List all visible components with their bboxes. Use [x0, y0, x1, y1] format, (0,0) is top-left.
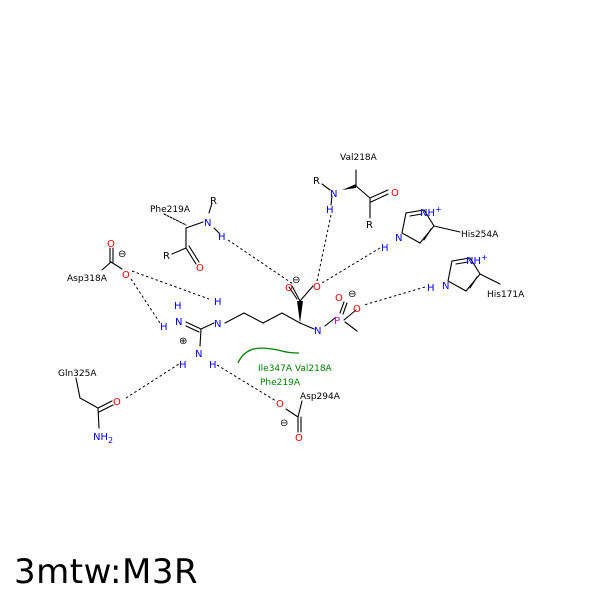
residue-labels: Val218A Phe219A His254A Asp318A His171A … [58, 153, 525, 402]
ligand-phosphate-o2: O [353, 304, 361, 315]
gln325-nh2: NH2 [93, 432, 113, 445]
ligand-guanidine-n3: N [195, 349, 202, 360]
ligand-carboxyl-o2: O [313, 282, 321, 293]
val218-r2: R [366, 220, 373, 231]
ligand-guanidine-h1: H [214, 297, 222, 308]
hbond-asp294 [216, 364, 277, 402]
val218-o: O [391, 188, 399, 199]
hbond-phe219-o [227, 239, 294, 285]
label-phe219: Phe219A [150, 205, 191, 215]
ligand-guanidine-h3: H [160, 322, 168, 333]
ligand-amide-n: N [314, 326, 321, 337]
label-val218: Val218A [340, 153, 378, 163]
his171-h: H [427, 283, 435, 294]
hbond-val218-o [316, 214, 332, 282]
label-his254: His254A [461, 230, 499, 240]
hydrophobic-label-line1: Ile347A Val218A [258, 364, 333, 374]
his254-n1: N [395, 233, 402, 244]
phe219-o: O [196, 263, 204, 274]
his254-h: H [381, 243, 389, 254]
hbond-asp318-h2 [130, 278, 161, 324]
his254-nh: NH+ [420, 205, 442, 219]
residue-atoms: R N H O R N H NH NH+ N H NH+ R N H R O O… [93, 176, 488, 445]
ligand-guanidine-n2: N [175, 317, 182, 328]
hydrogen-bonds [125, 214, 426, 402]
residue-bonds [75, 169, 501, 433]
hbond-gln325 [125, 363, 180, 399]
phe219-r2: R [163, 251, 170, 262]
asp294-charge: ⊖ [280, 418, 288, 429]
ligand-phosphate-charge: ⊖ [348, 289, 356, 300]
phe219-h: H [218, 232, 226, 243]
structure-caption: 3mtw:M3R [14, 552, 199, 592]
hydrophobic-labels: Ile347A Val218A Phe219A [258, 364, 333, 388]
hbond-asp318-h1 [131, 270, 210, 300]
label-his171: His171A [487, 290, 525, 300]
phe219-n: N [204, 218, 211, 229]
label-gln325: Gln325A [58, 369, 97, 379]
asp318-o2: O [122, 270, 130, 281]
ligand-guanidine-h5: H [209, 360, 217, 371]
phe219-r1: R [210, 196, 217, 207]
hydrophobic-arc [237, 347, 300, 364]
asp294-o2: O [295, 433, 303, 444]
his171-n1: N [442, 281, 449, 292]
asp318-o1: O [107, 239, 115, 250]
ligand-guanidine-h4: H [179, 360, 187, 371]
his171-nh: NH+ [466, 253, 488, 267]
label-asp294: Asp294A [300, 392, 341, 402]
ligand-phosphate-o1: O [335, 293, 343, 304]
ligand-atoms: O O ⊖ N P O O ⊖ N H N H H N H H ⊕ [160, 275, 361, 371]
label-asp318: Asp318A [67, 274, 108, 284]
ligand-guanidine-charge: ⊕ [179, 336, 187, 347]
hydrophobic-label-line2: Phe219A [260, 378, 301, 388]
ligand-bonds [185, 285, 358, 347]
hbond-his171-p [363, 286, 426, 306]
val218-n: N [330, 189, 337, 200]
asp318-charge: ⊖ [118, 249, 126, 260]
ligand-carboxyl-charge: ⊖ [292, 275, 300, 286]
hbond-his254-o [321, 247, 381, 284]
gln325-o: O [113, 397, 121, 408]
asp294-o1: O [276, 399, 284, 410]
ligand-guanidine-h2: H [174, 301, 182, 312]
val218-h: H [326, 205, 334, 216]
ligand-carboxyl-o1: O [285, 283, 293, 294]
val218-r1: R [313, 176, 320, 187]
ligand-phosphorus: P [334, 316, 340, 327]
ligand-guanidine-n1: N [214, 319, 221, 330]
